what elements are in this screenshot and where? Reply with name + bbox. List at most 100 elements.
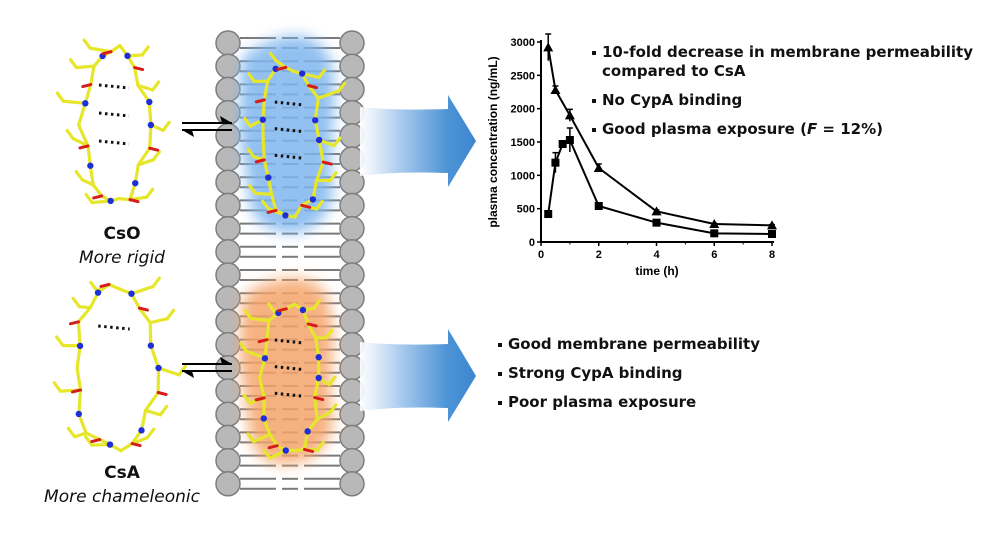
nitrogen-atom [94,289,102,296]
side-chain-bond [68,58,79,70]
lipid-head [215,192,241,219]
x-tick-label: 0 [538,249,544,261]
side-chain-bond [65,128,75,141]
side-chain-bond [327,375,337,387]
bond [89,64,96,87]
bond [148,123,153,150]
lipid-head [215,169,241,195]
data-point-square [565,136,574,144]
oxygen-atom [254,396,266,402]
hydrogen-bond [274,338,304,345]
cso-property-item: Good plasma exposure (F = 12%) [590,120,980,139]
side-chain-bond [84,192,94,205]
chart-y-axis-label: plasma concentration (ng/mL) [486,56,500,227]
nitrogen-atom [282,447,289,454]
lipid-head [215,53,241,79]
data-point-triangle [543,42,554,52]
bond [77,101,87,127]
side-chain-bond [242,393,252,405]
cso-property-item: 10-fold decrease in membrane permeabilit… [590,43,980,81]
side-chain-bond [328,171,338,182]
bond [86,144,92,168]
bond [293,203,304,219]
side-chain-bond [315,440,325,452]
data-point-square [558,140,567,148]
bond [107,282,122,291]
side-chain-bond [328,403,338,414]
oxygen-atom [276,307,288,313]
oxygen-atom [267,444,279,450]
bullet-square-icon [592,128,596,132]
csa-outcome-arrow [360,329,476,422]
bond [136,83,151,104]
oxygen-atom [313,396,325,402]
oxygen-atom [156,390,168,396]
bond [136,146,152,167]
nitrogen-atom [304,428,311,435]
side-chain-bond [337,81,347,93]
bond [119,442,134,453]
oxygen-atom [307,84,319,90]
y-tick-label: 500 [517,204,535,216]
lipid-head [339,30,365,56]
oxygen-atom [90,438,102,444]
nitrogen-atom [87,162,94,169]
side-chain-bond [165,308,176,321]
nitrogen-atom [260,415,267,422]
bond [258,356,267,380]
side-chain-bond [89,280,99,293]
lipid-head [339,53,365,79]
lipid-head [339,192,365,219]
lipid-head [339,308,365,335]
csa-property-item: Good membrane permeability [496,335,836,354]
nitrogen-atom [147,121,155,129]
nitrogen-atom [261,355,269,362]
side-chain-bond [66,426,77,439]
y-tick-label: 1000 [511,170,535,182]
bond [261,138,266,162]
side-chain-bond [130,435,150,446]
data-point-triangle [767,220,777,230]
data-point-triangle [593,163,604,172]
side-chain-bond [268,51,278,63]
bond [148,321,153,348]
data-point-square [652,218,661,227]
data-point-triangle [564,110,575,120]
oxygen-atom [266,208,278,214]
bond [137,306,152,325]
nitrogen-atom [315,374,322,382]
bond [268,432,279,448]
oxygen-atom [137,306,149,312]
lipid-head [339,76,365,103]
bond [77,412,88,435]
side-chain-bond [261,199,270,211]
lipid-head [215,378,241,404]
side-chain-bond [129,284,155,296]
nitrogen-atom [75,410,82,418]
side-chain-bond [243,116,252,128]
data-point-square [710,229,719,238]
bond [314,160,325,183]
side-chain-bond [317,68,327,80]
bond [313,118,321,142]
bond [143,390,160,412]
nitrogen-atom [265,174,272,181]
bond [88,164,95,187]
lipid-head [215,471,241,497]
lipid-head [215,285,241,311]
oxygen-atom [148,146,160,152]
hydrogen-bond [98,139,130,146]
lipid-head [215,76,241,103]
lipid-head [215,30,241,56]
bond [306,84,321,100]
side-chain-bond [324,328,334,340]
cso-name-label: CsO [103,224,141,244]
oxygen-atom [302,447,314,453]
oxygen-atom [78,144,90,150]
y-tick-label: 1500 [511,137,535,149]
lipid-head [215,146,241,172]
side-chain-bond [252,432,272,444]
csa-description-label: More chameleonic [44,487,200,507]
cso-properties-list: 10-fold decrease in membrane permeabilit… [590,43,980,149]
y-tick-label: 2000 [511,104,535,116]
